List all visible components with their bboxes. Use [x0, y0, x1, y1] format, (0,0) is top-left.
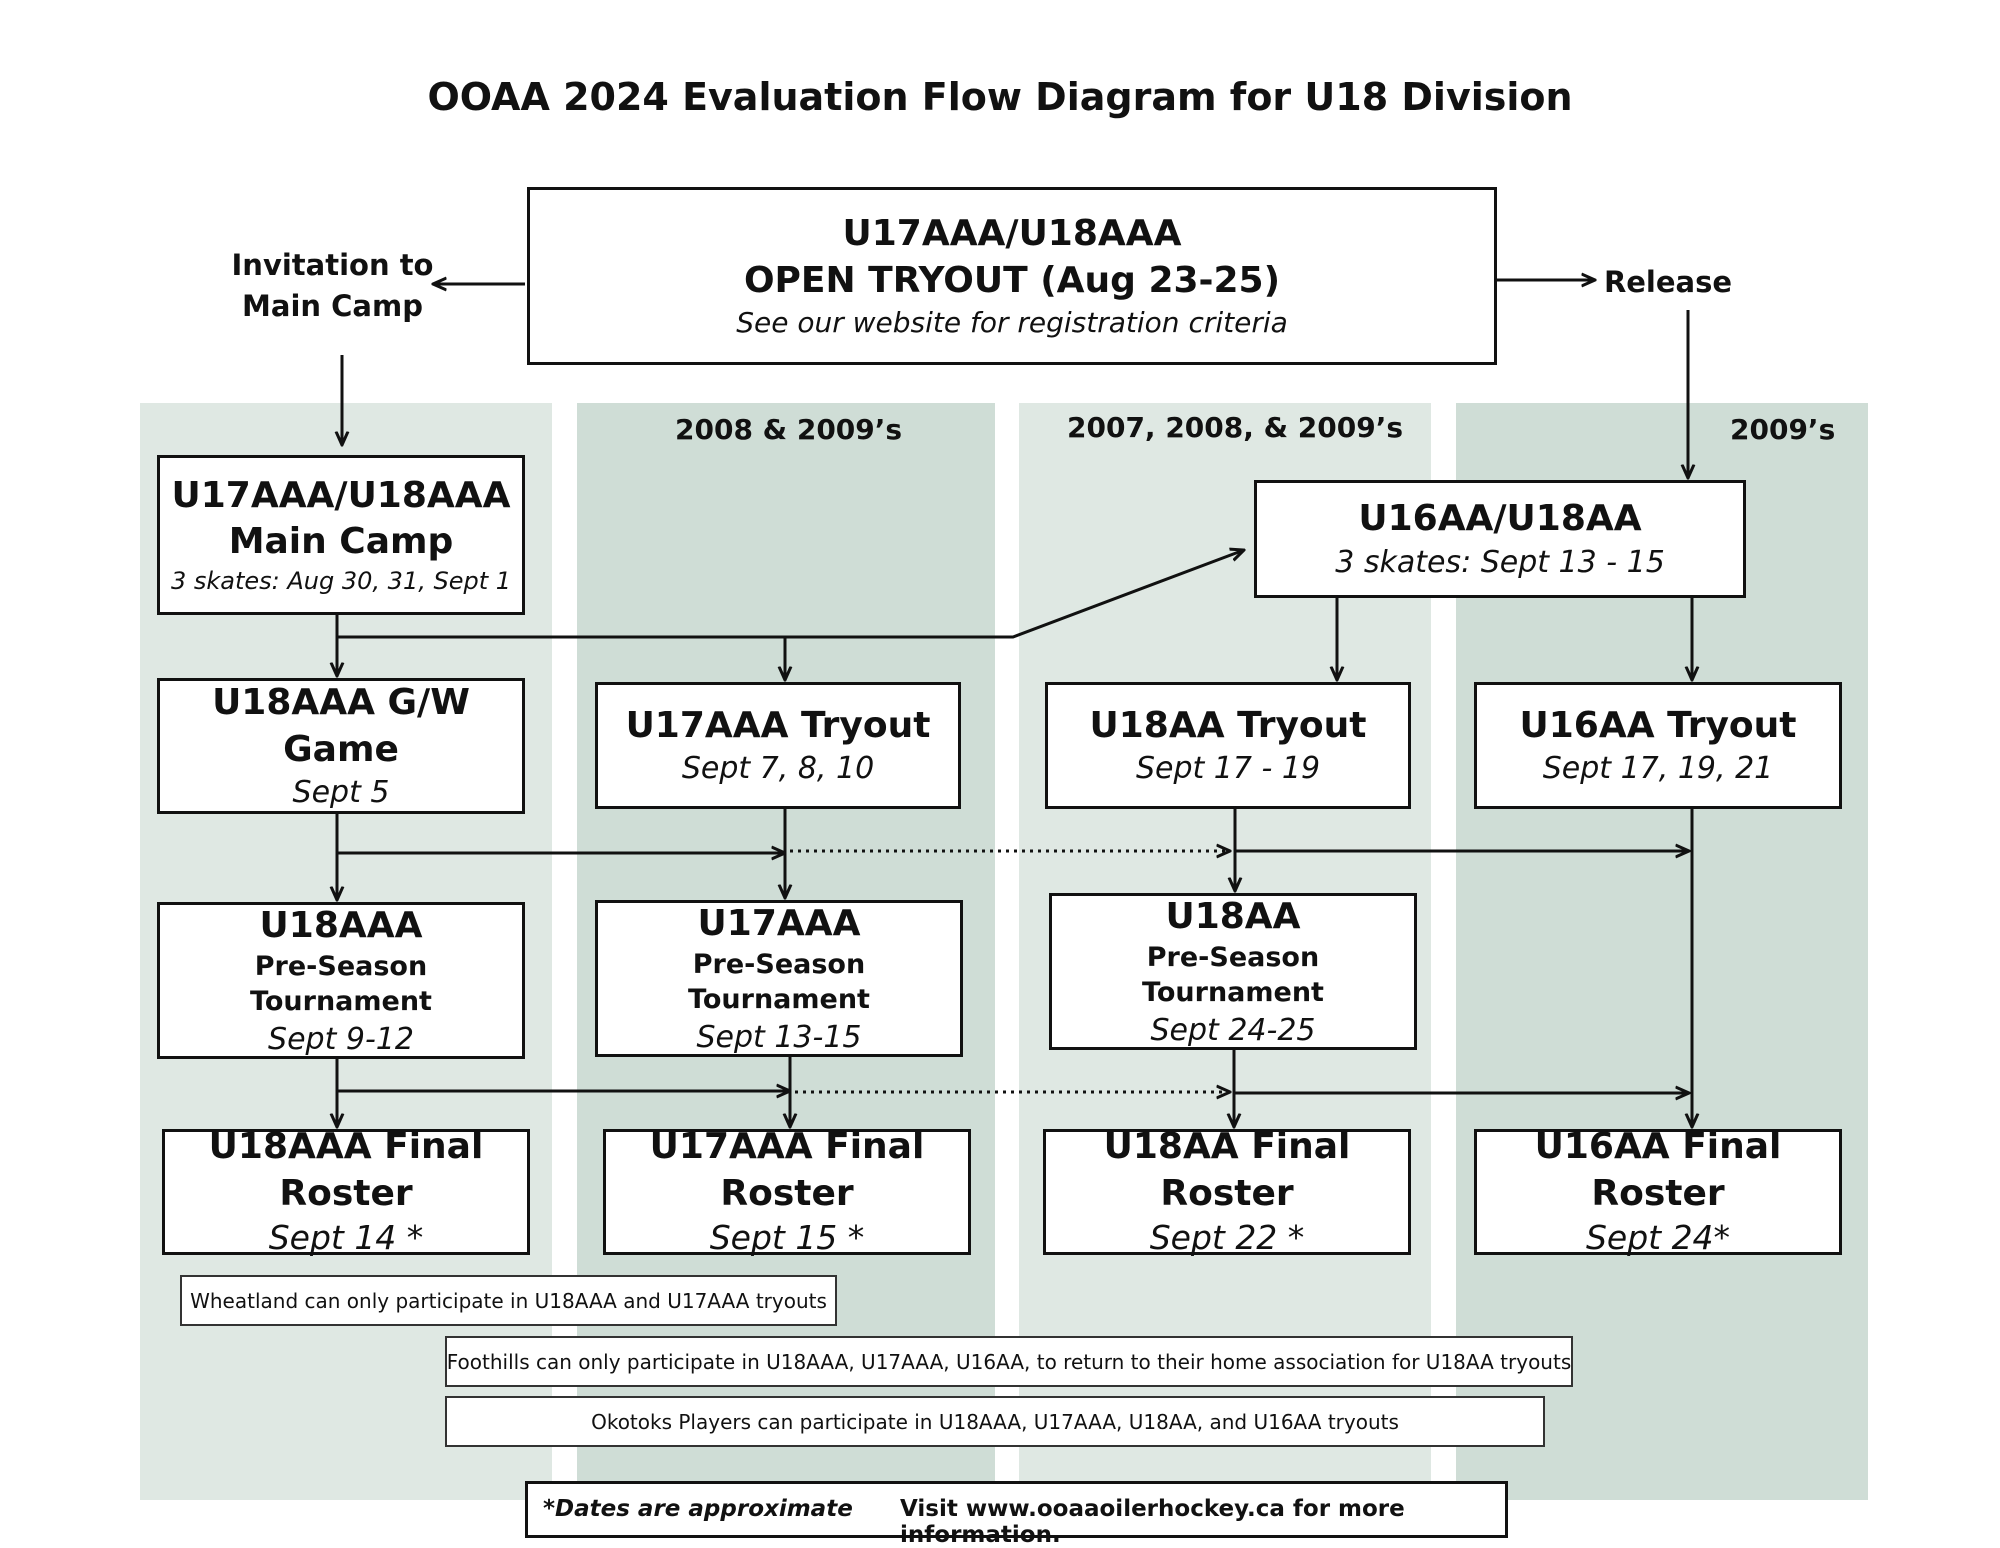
note-wheatland: Wheatland can only participate in U18AAA…: [180, 1275, 837, 1326]
u16aa-tryout-date: Sept 17, 19, 21: [1542, 751, 1774, 787]
invitation-label: Invitation to Main Camp: [220, 245, 445, 326]
u18aaa-preseason-sub: Pre-Season Tournament: [250, 951, 432, 1018]
u18aa-preseason-box: U18AA Pre-Season Tournament Sept 24-25: [1049, 893, 1417, 1050]
u18aa-final-box: U18AA Final Roster Sept 22 *: [1043, 1126, 1411, 1257]
page-title: OOAA 2024 Evaluation Flow Diagram for U1…: [427, 75, 1573, 119]
u17aaa-preseason-sub: Pre-Season Tournament: [688, 949, 870, 1016]
u17aaa-final-box: U17AAA Final Roster Sept 15 *: [603, 1126, 971, 1257]
main-camp-line1: U17AAA/U18AAA: [171, 474, 511, 516]
u18aaa-final-title: U18AAA Final Roster: [208, 1125, 484, 1214]
u18aa-final-date: Sept 22 *: [1149, 1218, 1305, 1258]
footer-disclaimer: *Dates are approximate: [543, 1496, 853, 1522]
invitation-line1: Invitation to: [231, 248, 434, 282]
u18aa-preseason-title: U18AA: [1165, 895, 1301, 937]
u18aaa-final-date: Sept 14 *: [268, 1218, 424, 1258]
footer-box: *Dates are approximate Visit www.ooaaoil…: [525, 1481, 1508, 1548]
u18aaa-preseason-title: U18AAA: [259, 904, 423, 946]
u17aaa-preseason-title: U17AAA: [697, 902, 861, 944]
u17aaa-tryout-title: U17AAA Tryout: [625, 704, 931, 746]
u17aaa-final-date: Sept 15 *: [709, 1218, 865, 1258]
u18aa-tryout-box: U18AA Tryout Sept 17 - 19: [1045, 682, 1411, 809]
u16aa-u18aa-box: U16AA/U18AA 3 skates: Sept 13 - 15: [1254, 480, 1746, 598]
u18aaa-preseason-date: Sept 9-12: [268, 1021, 414, 1057]
main-camp-box: U17AAA/U18AAA Main Camp 3 skates: Aug 30…: [157, 455, 525, 615]
column-2-header: 2008 & 2009’s: [675, 413, 903, 446]
u16aa-u18aa-dates: 3 skates: Sept 13 - 15: [1335, 544, 1665, 580]
main-camp-line2: Main Camp: [228, 521, 454, 563]
invitation-line2: Main Camp: [242, 288, 423, 323]
u18aaa-preseason-box: U18AAA Pre-Season Tournament Sept 9-12: [157, 902, 525, 1059]
main-camp-dates: 3 skates: Aug 30, 31, Sept 1: [170, 567, 512, 596]
u18aaa-gw-game-box: U18AAA G/W Game Sept 5: [157, 678, 525, 814]
note-okotoks: Okotoks Players can participate in U18AA…: [445, 1396, 1545, 1447]
u18aa-preseason-date: Sept 24-25: [1150, 1012, 1316, 1048]
column-4-header: 2009’s: [1730, 413, 1836, 446]
u17aaa-tryout-box: U17AAA Tryout Sept 7, 8, 10: [595, 682, 961, 809]
u16aa-final-date: Sept 24*: [1585, 1218, 1731, 1258]
u18aa-final-title: U18AA Final Roster: [1103, 1125, 1351, 1214]
u17aaa-tryout-date: Sept 7, 8, 10: [681, 751, 875, 787]
u18aa-tryout-date: Sept 17 - 19: [1135, 751, 1321, 787]
open-tryout-box: U17AAA/U18AAA OPEN TRYOUT (Aug 23-25) Se…: [527, 187, 1497, 365]
u18aa-preseason-sub: Pre-Season Tournament: [1142, 942, 1324, 1009]
u18aaa-final-box: U18AAA Final Roster Sept 14 *: [162, 1126, 530, 1257]
u18aaa-gw-game-title: U18AAA G/W Game: [212, 681, 470, 770]
column-3-header: 2007, 2008, & 2009’s: [1067, 411, 1404, 444]
u17aaa-preseason-date: Sept 13-15: [696, 1019, 862, 1055]
line-main-camp-right: [337, 550, 1244, 639]
open-tryout-note: See our website for registration criteri…: [736, 305, 1288, 339]
release-label: Release: [1603, 265, 1733, 299]
open-tryout-line1: U17AAA/U18AAA: [842, 213, 1182, 254]
u17aaa-preseason-box: U17AAA Pre-Season Tournament Sept 13-15: [595, 900, 963, 1057]
u16aa-final-title: U16AA Final Roster: [1534, 1125, 1782, 1214]
u18aa-tryout-title: U18AA Tryout: [1089, 704, 1367, 746]
open-tryout-line2: OPEN TRYOUT (Aug 23-25): [743, 259, 1281, 301]
u16aa-final-box: U16AA Final Roster Sept 24*: [1474, 1126, 1842, 1257]
note-foothills: Foothills can only participate in U18AAA…: [445, 1336, 1573, 1387]
u16aa-tryout-box: U16AA Tryout Sept 17, 19, 21: [1474, 682, 1842, 809]
u17aaa-final-title: U17AAA Final Roster: [649, 1125, 925, 1214]
footer-website-text: Visit www.ooaaoilerhockey.ca for more in…: [900, 1496, 1405, 1548]
u16aa-tryout-title: U16AA Tryout: [1519, 704, 1797, 746]
u16aa-u18aa-title: U16AA/U18AA: [1358, 498, 1642, 540]
u18aaa-gw-game-date: Sept 5: [292, 775, 390, 811]
